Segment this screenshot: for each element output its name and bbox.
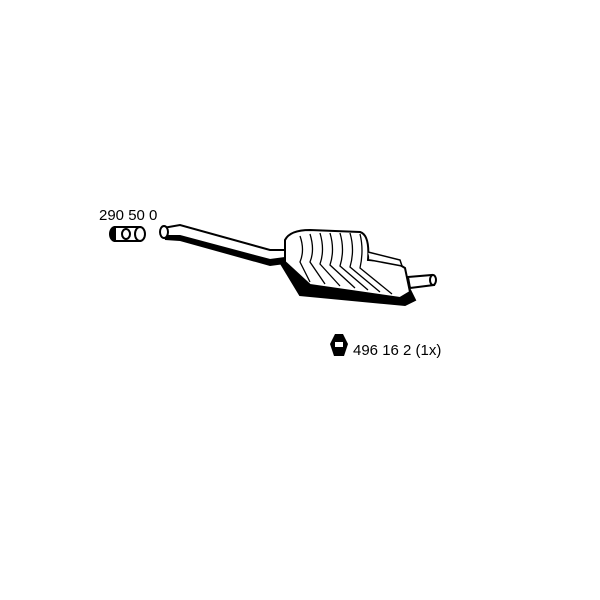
rear-muffler: [278, 228, 437, 307]
exhaust-pipe: [159, 223, 286, 266]
clamp-part-number: 290 50 0: [99, 207, 158, 224]
rubber-mount-icon: [330, 334, 348, 356]
mount-part-number: 496 16 2 (1x): [353, 342, 442, 359]
clamp-icon: [109, 226, 146, 242]
